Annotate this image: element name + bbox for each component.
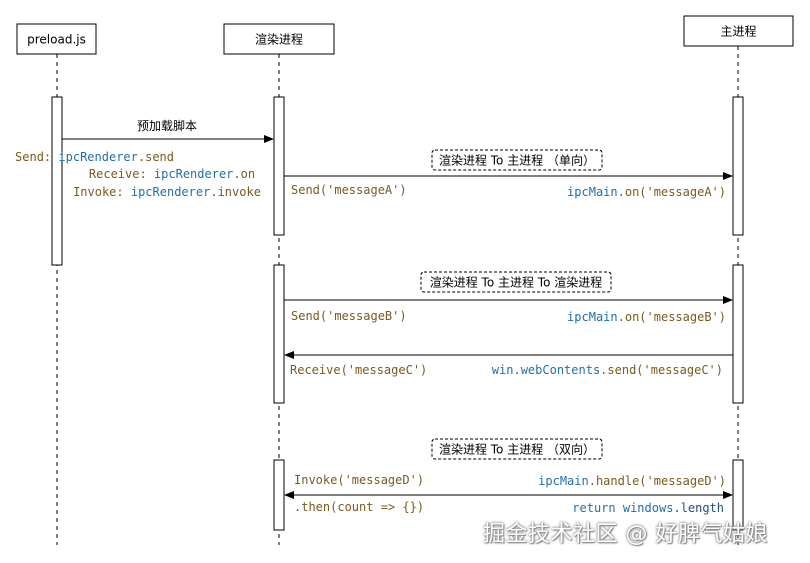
section1-title: 渲染进程 To 主进程 （单向） [439, 153, 595, 168]
receive-ipc: ipcRenderer [154, 167, 233, 181]
win-obj: win.webContents [492, 363, 600, 377]
activation-renderer-3 [273, 459, 285, 531]
receive-method: .on [233, 167, 255, 181]
ipcMain-call-a: .on('messageA') [618, 185, 726, 199]
ipcMain-on-messageA: ipcMain.on('messageA') [567, 185, 726, 199]
return-windows-length: return windows.length [572, 501, 724, 515]
ipcMain-obj-a: ipcMain [567, 185, 618, 199]
invoke-key: Invoke: [73, 185, 131, 199]
ipcMain-handle-messageD: ipcMain.handle('messageD') [538, 474, 726, 488]
participant-main: 主进程 [683, 15, 794, 47]
invoke-ipc: ipcRenderer [131, 185, 210, 199]
return-prop: .length [673, 501, 724, 515]
send-messageA: Send('messageA') [291, 183, 407, 197]
participant-renderer-label: 渲染进程 [255, 32, 303, 47]
preload-send-api: Send: ipcRenderer.send [15, 150, 174, 164]
win-webcontents-send: win.webContents.send('messageC') [492, 363, 723, 377]
activation-renderer-2 [273, 264, 285, 404]
participant-main-label: 主进程 [720, 24, 756, 39]
ipcMain-obj-d: ipcMain [538, 474, 589, 488]
receive-key: Receive: [89, 167, 154, 181]
preload-receive-api: Receive: ipcRenderer.on [89, 167, 255, 181]
ipcMain-on-messageB: ipcMain.on('messageB') [567, 310, 726, 324]
preload-script-label: 预加载脚本 [137, 118, 197, 133]
participant-renderer: 渲染进程 [223, 23, 335, 55]
section3-title-box [431, 438, 603, 460]
participant-preload: preload.js [16, 23, 97, 55]
invoke-messageD: Invoke('messageD') [294, 473, 424, 487]
ipcMain-obj-b: ipcMain [567, 310, 618, 324]
win-call: .send('messageC') [600, 363, 723, 377]
invoke-method: .invoke [210, 185, 261, 199]
send-key: Send: [15, 150, 58, 164]
send-messageB: Send('messageB') [291, 309, 407, 323]
ipcMain-call-d: .handle('messageD') [589, 474, 726, 488]
return-keyword: return [572, 501, 623, 515]
activation-main-3 [732, 459, 744, 531]
section2-title-box [420, 271, 612, 293]
send-method: .send [138, 150, 174, 164]
ipcMain-call-b: .on('messageB') [618, 310, 726, 324]
activation-main-2 [732, 264, 744, 404]
preload-invoke-api: Invoke: ipcRenderer.invoke [73, 185, 261, 199]
section2-title: 渲染进程 To 主进程 To 渲染进程 [430, 275, 603, 290]
activation-main-1 [732, 96, 744, 236]
then-callback: .then(count => {}) [294, 500, 424, 514]
section3-title: 渲染进程 To 主进程 （双向） [439, 442, 595, 457]
watermark: 掘金技术社区 @ 好脾气姑娘 [483, 522, 768, 547]
activation-renderer-1 [273, 96, 285, 236]
receive-messageC: Receive('messageC') [290, 363, 427, 377]
activation-preload [51, 96, 63, 266]
section1-title-box [431, 149, 603, 171]
send-ipc: ipcRenderer [58, 150, 137, 164]
return-obj: windows [623, 501, 674, 515]
participant-preload-label: preload.js [27, 33, 86, 47]
